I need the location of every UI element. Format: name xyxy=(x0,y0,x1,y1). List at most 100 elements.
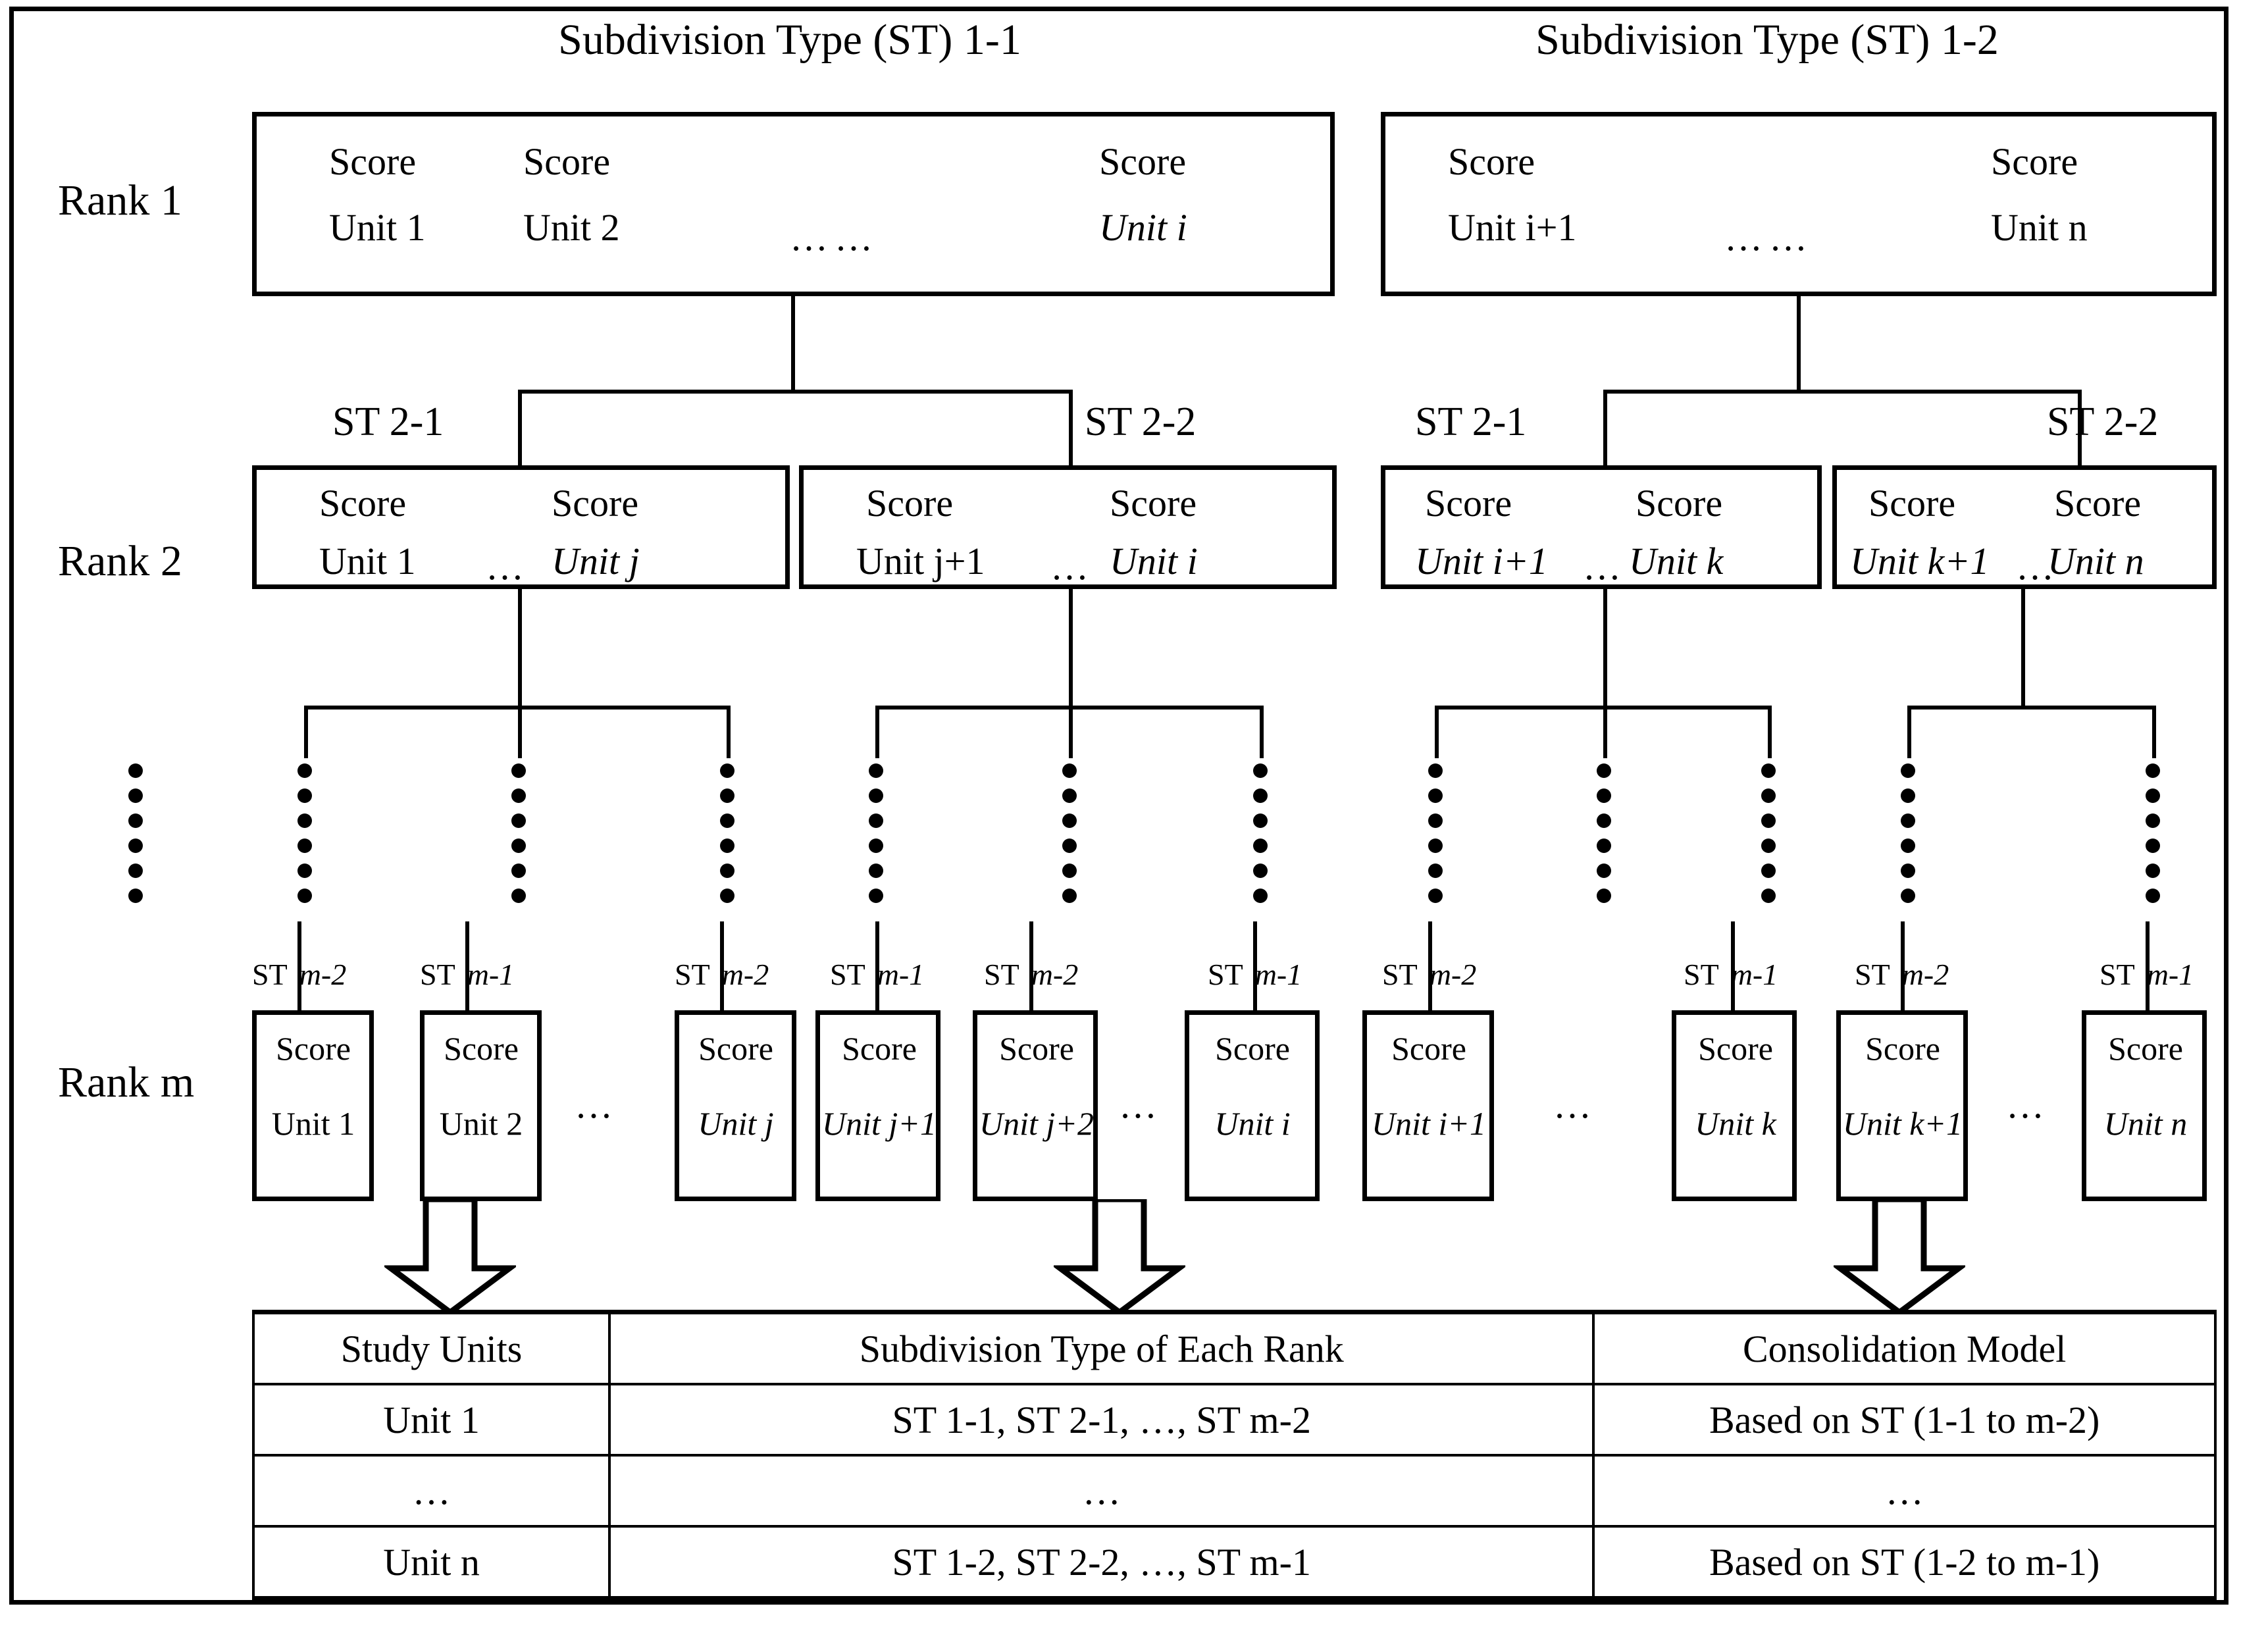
st-label-2-1-right: ST 2-1 xyxy=(1415,400,1527,444)
table-row: … … … xyxy=(251,1454,2217,1528)
rankm-unit-2: Unit 2 xyxy=(439,1105,523,1142)
rankm-st-prefix-8: ST xyxy=(1684,958,1719,991)
rank2-b3-unit-a: Unit i+1 xyxy=(1415,540,1548,582)
rank-label-1: Rank 1 xyxy=(58,176,182,224)
connector-r2-g2-drop-c xyxy=(1260,706,1264,758)
connector-r1-right-drop-b xyxy=(2078,390,2082,467)
table-cell-consolidation: Based on ST (1-2 to m-1) xyxy=(1592,1525,2217,1601)
rankm-unit-6: Unit i xyxy=(1214,1105,1291,1142)
rankm-st-label-8: ST m-1 xyxy=(1684,960,1778,990)
rankm-unit-3: Unit j xyxy=(698,1105,774,1142)
rankm-card-6: Score Unit i xyxy=(1185,1010,1320,1201)
rankm-card-7: Score Unit i+1 xyxy=(1362,1010,1494,1201)
connector-r1-left-drop-a xyxy=(518,390,522,467)
connector-r2-g1-drop-b xyxy=(518,706,522,758)
rankm-score-10: Score xyxy=(2108,1030,2183,1067)
connector-r1-left-bar xyxy=(518,390,1073,394)
rankm-unit-1: Unit 1 xyxy=(271,1105,355,1142)
rankm-card-4: Score Unit j+1 xyxy=(815,1010,940,1201)
rankm-unit-7: Unit i+1 xyxy=(1371,1105,1487,1142)
rankm-unit-4: Unit j+1 xyxy=(821,1105,937,1142)
rankm-score-9: Score xyxy=(1865,1030,1940,1067)
table-header-subdivision: Subdivision Type of Each Rank xyxy=(608,1310,1595,1385)
dots-column-3 xyxy=(720,763,734,903)
connector-r2-g4-bar xyxy=(1907,706,2156,710)
table-header-row: Study Units Subdivision Type of Each Ran… xyxy=(251,1310,2217,1385)
dots-column-5 xyxy=(1062,763,1077,903)
rank-label-m-text: Rank m xyxy=(58,1058,195,1106)
rank2-b3-score-a: Score xyxy=(1425,482,1512,525)
rankm-score-3: Score xyxy=(698,1030,773,1067)
dots-column-10 xyxy=(1901,763,1915,903)
stem-m-7 xyxy=(1428,921,1432,1010)
rankm-card-5: Score Unit j+2 xyxy=(973,1010,1098,1201)
dots-column-6 xyxy=(1253,763,1268,903)
connector-r2-g3-stem xyxy=(1603,589,1607,708)
title-st-1-1: Subdivision Type (ST) 1-1 xyxy=(558,16,1021,64)
rankm-score-5: Score xyxy=(999,1030,1074,1067)
table-header-consolidation: Consolidation Model xyxy=(1592,1310,2217,1385)
rank1-right-unit-2: Unit n xyxy=(1991,206,2088,249)
arrow-down-middle xyxy=(1054,1199,1185,1314)
rankm-unit-5: Unit j+2 xyxy=(979,1105,1095,1142)
stem-m-8 xyxy=(1731,921,1735,1010)
rankm-unit-8: Unit k xyxy=(1695,1105,1776,1142)
stem-m-4 xyxy=(875,921,879,1010)
rank1-right-score-1: Score xyxy=(1448,140,1535,183)
stem-m-3 xyxy=(720,921,724,1010)
rankm-score-8: Score xyxy=(1698,1030,1773,1067)
table-header-study-units: Study Units xyxy=(251,1310,611,1385)
connector-r2-g3-drop-b xyxy=(1603,706,1607,758)
rankm-gap-ellipsis-1: … xyxy=(575,1083,614,1126)
rank2-box-2: Score Unit j+1 … Score Unit i xyxy=(799,465,1337,589)
rank2-b3-score-b: Score xyxy=(1636,482,1723,525)
stem-m-5 xyxy=(1029,921,1033,1010)
connector-r2-g2-stem xyxy=(1069,589,1073,708)
rank2-b4-score-b: Score xyxy=(2054,482,2142,525)
rankm-card-2: Score Unit 2 xyxy=(420,1010,542,1201)
table-cell-unit: … xyxy=(251,1454,611,1528)
connector-r2-g1-bar xyxy=(304,706,731,710)
rank2-b4-score-a: Score xyxy=(1868,482,1956,525)
rankm-st-prefix-7: ST xyxy=(1382,958,1418,991)
connector-r2-g4-stem xyxy=(2021,589,2025,708)
connector-r2-g3-drop-a xyxy=(1435,706,1439,758)
rankm-card-9: Score Unit k+1 xyxy=(1836,1010,1968,1201)
dots-column-2 xyxy=(511,763,526,903)
rank1-box-st-1-2: Score Unit i+1 …… Score Unit n xyxy=(1381,112,2217,296)
connector-r2-g2-drop-a xyxy=(875,706,879,758)
table-cell-unit: Unit n xyxy=(251,1525,611,1601)
stem-m-10 xyxy=(2146,921,2150,1010)
rank2-b4-unit-b: Unit n xyxy=(2048,540,2144,582)
rankm-score-7: Score xyxy=(1391,1030,1466,1067)
rankm-gap-ellipsis-2: … xyxy=(1119,1083,1158,1126)
rank1-left-score-1: Score xyxy=(329,140,417,183)
rank1-left-unit-1: Unit 1 xyxy=(329,206,426,249)
table-row: Unit 1 ST 1-1, ST 2-1, …, ST m-2 Based o… xyxy=(251,1383,2217,1457)
rank-label-m: Rank m xyxy=(58,1061,194,1104)
connector-r2-g2-drop-b xyxy=(1069,706,1073,758)
rankm-st-suffix-1: m-2 xyxy=(299,958,347,991)
outer-border xyxy=(9,7,2228,1605)
connector-r2-g1-stem xyxy=(518,589,522,708)
rank2-b1-score-a: Score xyxy=(319,482,407,525)
rank1-right-unit-1: Unit i+1 xyxy=(1448,206,1577,249)
rank1-left-score-2: Score xyxy=(523,140,611,183)
connector-r2-g1-drop-c xyxy=(727,706,731,758)
rankm-unit-10: Unit n xyxy=(2103,1105,2188,1142)
rankm-st-suffix-9: m-2 xyxy=(1901,958,1949,991)
rankm-st-suffix-2: m-1 xyxy=(467,958,515,991)
rankm-st-prefix-3: ST xyxy=(675,958,710,991)
rankm-st-suffix-8: m-1 xyxy=(1730,958,1778,991)
rankm-score-4: Score xyxy=(842,1030,917,1067)
rank2-b2-unit-b: Unit i xyxy=(1110,540,1198,582)
rankm-st-prefix-4: ST xyxy=(830,958,865,991)
rankm-card-10: Score Unit n xyxy=(2082,1010,2207,1201)
dots-column-11 xyxy=(2146,763,2160,903)
rank2-b1-score-b: Score xyxy=(552,482,639,525)
st-label-2-2-left: ST 2-2 xyxy=(1085,400,1197,444)
